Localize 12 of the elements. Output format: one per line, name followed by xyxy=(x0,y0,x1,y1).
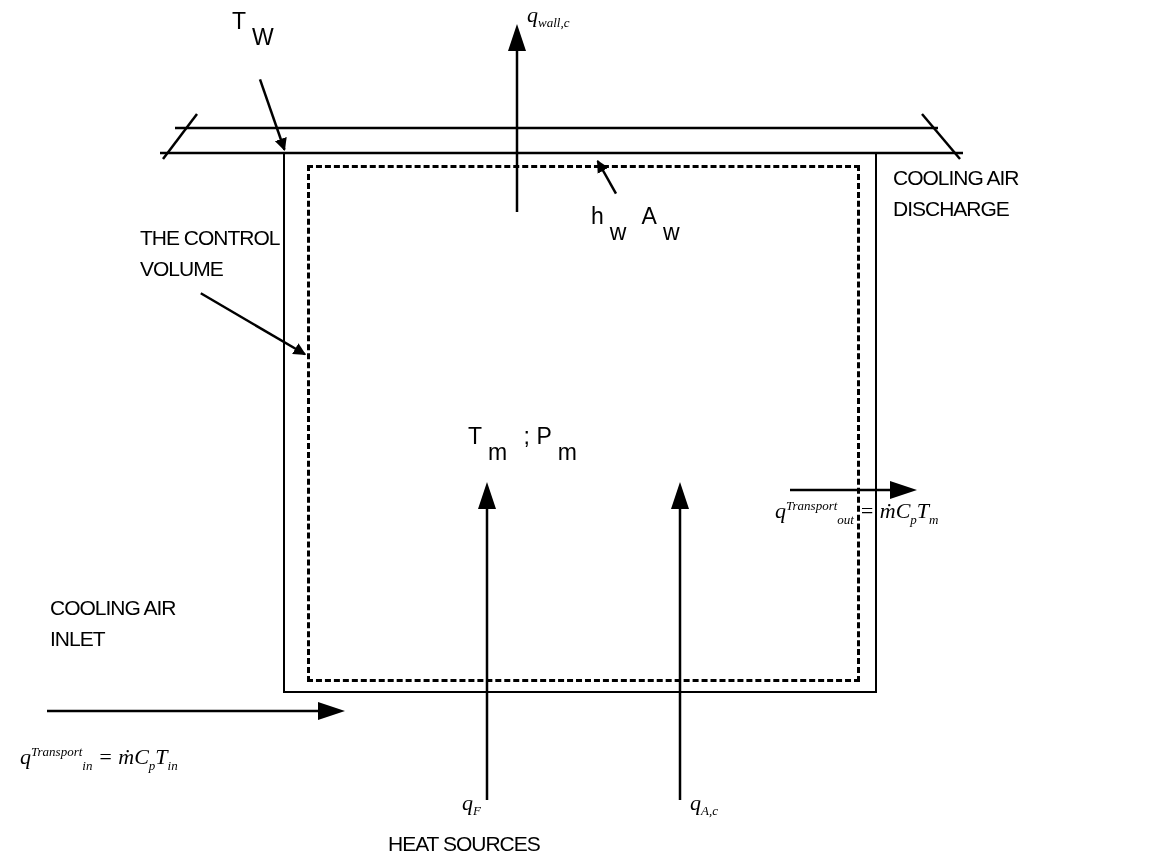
leader-arrow xyxy=(596,159,618,195)
heading-text: HEAT SOURCES xyxy=(388,831,540,857)
heat-flux-symbol: q$_{A,c}$ xyxy=(690,790,718,820)
leader-arrow xyxy=(200,292,307,356)
heat-flux-symbol: q$_{wall,c}$ xyxy=(527,2,570,32)
heat-flux-symbol: q$_{F}$ xyxy=(462,790,481,820)
note-text: COOLING AIR DISCHARGE xyxy=(893,165,1020,222)
note-text: COOLING AIR INLET xyxy=(50,595,177,652)
callout-text: THE CONTROL VOLUME xyxy=(140,222,300,288)
equation: q$^{Transport}$$_{in}$ = ṁC$_{p}$T$_{in}$ xyxy=(20,744,178,774)
leader-arrow xyxy=(258,79,287,151)
equation: q$^{Transport}$$_{out}$ = ṁC$_{p}$T$_{m}$ xyxy=(775,498,939,528)
